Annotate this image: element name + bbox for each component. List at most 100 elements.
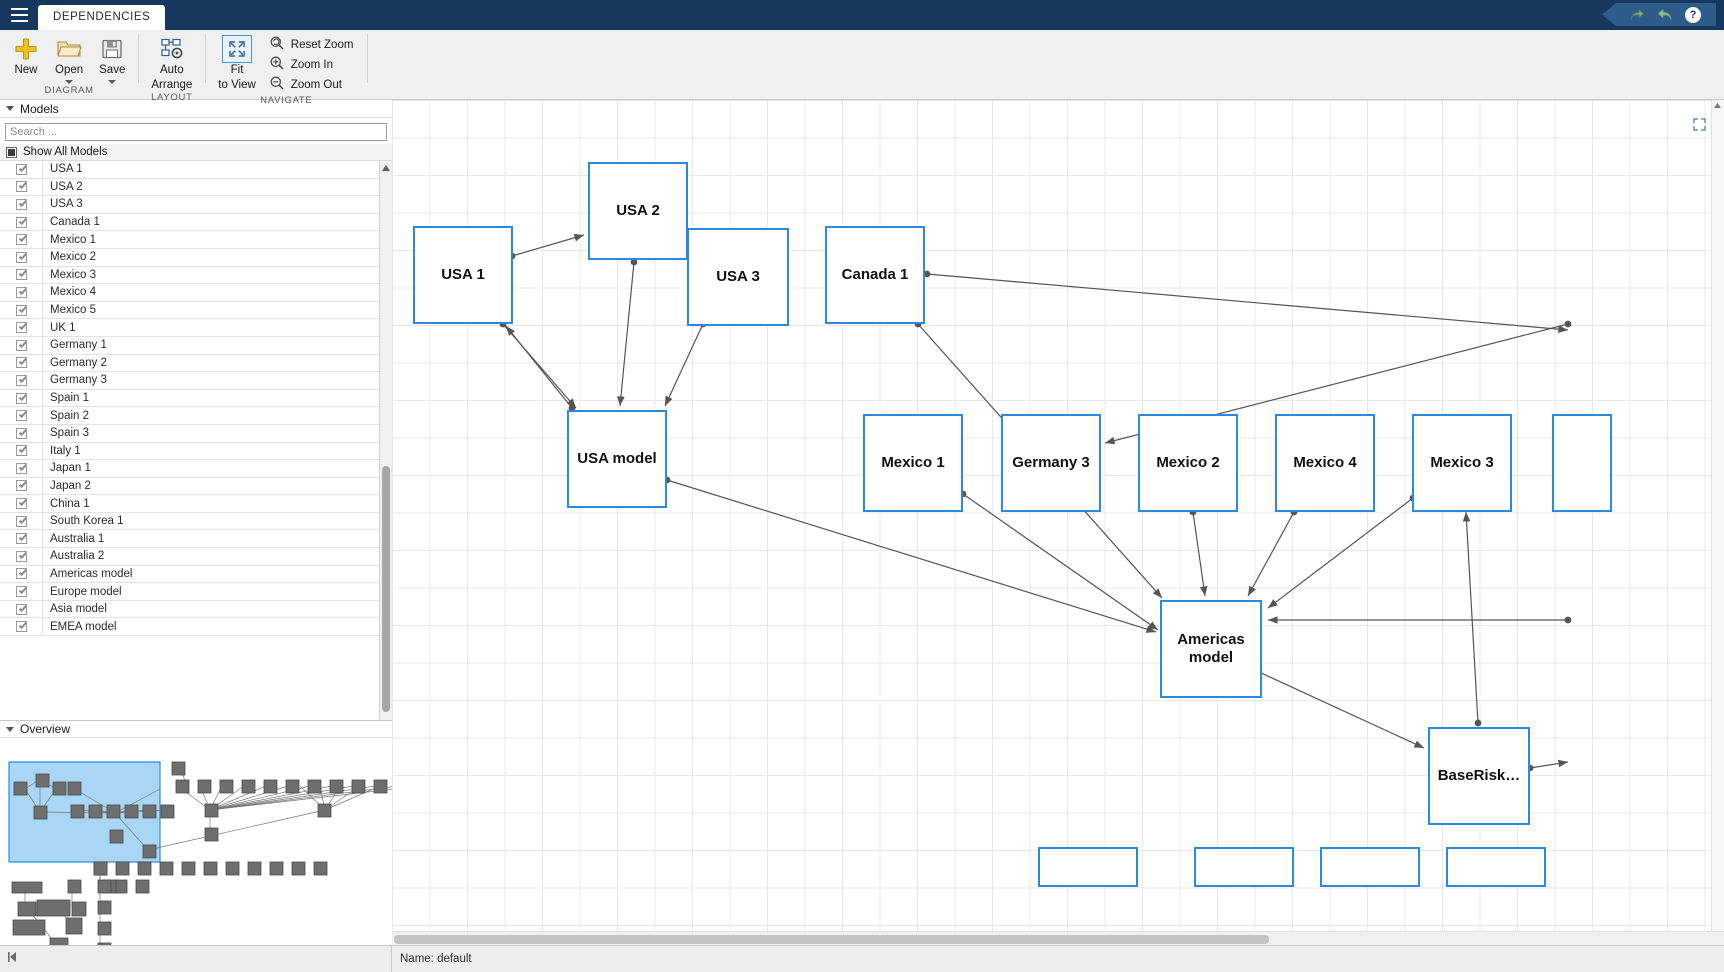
hamburger-menu-icon[interactable] (0, 0, 38, 30)
model-list-row[interactable]: Mexico 3 (0, 266, 379, 285)
model-list-row[interactable]: South Korea 1 (0, 512, 379, 531)
diagram-node-partial[interactable] (1038, 847, 1138, 887)
model-row-checkbox[interactable] (0, 477, 43, 495)
save-button[interactable]: Save (92, 33, 132, 85)
search-input[interactable] (5, 123, 387, 141)
model-row-checkbox[interactable] (0, 600, 43, 618)
new-button[interactable]: New (6, 33, 46, 78)
model-row-checkbox[interactable] (0, 565, 43, 583)
model-row-checkbox[interactable] (0, 583, 43, 600)
diagram-node[interactable]: USA 1 (413, 226, 513, 324)
canvas-scroll-up-button[interactable] (1711, 100, 1724, 113)
diagram-node-partial[interactable] (1446, 847, 1546, 887)
model-list-row[interactable]: Italy 1 (0, 442, 379, 461)
model-list-row[interactable]: Germany 3 (0, 372, 379, 390)
model-row-checkbox[interactable] (0, 407, 43, 424)
model-row-checkbox[interactable] (0, 336, 43, 354)
model-list-row[interactable]: Mexico 4 (0, 284, 379, 302)
help-question-icon[interactable]: ? (1680, 4, 1706, 26)
model-list-row[interactable]: Germany 1 (0, 336, 379, 355)
diagram-node[interactable]: Germany 3 (1001, 414, 1101, 512)
open-button[interactable]: Open (48, 33, 90, 85)
model-row-checkbox[interactable] (0, 530, 43, 548)
model-list-row[interactable]: Europe model (0, 583, 379, 601)
diagram-node[interactable]: Mexico 3 (1412, 414, 1512, 512)
model-list-row[interactable]: USA 1 (0, 161, 379, 179)
model-row-checkbox[interactable] (0, 424, 43, 442)
show-all-models-toggle[interactable]: Show All Models (0, 144, 392, 161)
model-row-checkbox[interactable] (0, 372, 43, 389)
chevron-down-icon[interactable] (108, 79, 117, 84)
model-list-row[interactable]: EMEA model (0, 618, 379, 637)
model-row-checkbox[interactable] (0, 301, 43, 319)
model-row-checkbox[interactable] (0, 319, 43, 336)
model-row-checkbox[interactable] (0, 354, 43, 372)
model-row-checkbox[interactable] (0, 213, 43, 231)
chevron-down-icon[interactable] (65, 79, 74, 84)
triangle-down-icon[interactable] (6, 726, 14, 732)
canvas-vertical-scrollbar[interactable] (1711, 100, 1724, 931)
maximize-canvas-icon[interactable] (1693, 118, 1706, 136)
model-list-row[interactable]: Australia 1 (0, 530, 379, 549)
model-list-row[interactable]: Spain 1 (0, 389, 379, 408)
diagram-node[interactable]: USA 3 (687, 228, 789, 326)
model-row-checkbox[interactable] (0, 389, 43, 407)
model-list-row[interactable]: Asia model (0, 600, 379, 619)
models-list-scroll-thumb[interactable] (382, 465, 390, 712)
model-list-row[interactable]: Spain 3 (0, 424, 379, 443)
canvas-horizontal-scroll-thumb[interactable] (394, 935, 1269, 944)
model-list-row[interactable]: Australia 2 (0, 548, 379, 566)
zoom-out-button[interactable]: Zoom Out (265, 75, 362, 95)
model-row-checkbox[interactable] (0, 161, 43, 178)
diagram-node[interactable]: USA 2 (588, 162, 688, 260)
model-list-row[interactable]: Mexico 5 (0, 301, 379, 320)
model-list-row[interactable]: Mexico 2 (0, 248, 379, 267)
model-row-checkbox[interactable] (0, 548, 43, 565)
tab-dependencies[interactable]: DEPENDENCIES (38, 5, 166, 30)
model-list-row[interactable]: China 1 (0, 495, 379, 513)
scroll-up-arrow-icon[interactable] (381, 163, 391, 173)
model-list-row[interactable]: USA 3 (0, 196, 379, 214)
diagram-node[interactable]: Mexico 2 (1138, 414, 1238, 512)
overview-minimap[interactable] (0, 738, 392, 945)
model-row-checkbox[interactable] (0, 178, 43, 196)
model-list-row[interactable]: Japan 1 (0, 460, 379, 478)
auto-arrange-button[interactable]: Auto Arrange (144, 33, 199, 92)
model-row-checkbox[interactable] (0, 231, 43, 248)
model-row-checkbox[interactable] (0, 196, 43, 213)
canvas-horizontal-scrollbar[interactable] (392, 931, 1724, 945)
model-row-checkbox[interactable] (0, 266, 43, 284)
diagram-node[interactable]: Americas model (1160, 600, 1262, 698)
model-list-row[interactable]: UK 1 (0, 319, 379, 337)
model-list-row[interactable]: Canada 1 (0, 213, 379, 232)
checkbox-partial-icon[interactable] (6, 146, 17, 158)
models-list-scrollbar[interactable] (380, 161, 392, 720)
model-row-checkbox[interactable] (0, 460, 43, 477)
model-list-row[interactable]: Mexico 1 (0, 231, 379, 249)
model-row-checkbox[interactable] (0, 495, 43, 512)
model-list-row[interactable]: USA 2 (0, 178, 379, 197)
fit-to-view-button[interactable]: Fit to View (211, 33, 263, 92)
model-list-row[interactable]: Americas model (0, 565, 379, 584)
model-list-row[interactable]: Spain 2 (0, 407, 379, 425)
model-row-checkbox[interactable] (0, 512, 43, 530)
redo-arrow-icon[interactable] (1652, 4, 1678, 26)
model-row-checkbox[interactable] (0, 618, 43, 636)
diagram-node-partial[interactable] (1320, 847, 1420, 887)
diagram-node[interactable]: Canada 1 (825, 226, 925, 324)
diagram-node[interactable]: BaseRisk… (1428, 727, 1530, 825)
reset-zoom-button[interactable]: Reset Zoom (265, 35, 362, 55)
model-list-row[interactable]: Japan 2 (0, 477, 379, 496)
triangle-down-icon[interactable] (6, 106, 14, 111)
undo-arrow-icon[interactable] (1624, 4, 1650, 26)
model-row-checkbox[interactable] (0, 442, 43, 460)
diagram-node-partial[interactable] (1194, 847, 1294, 887)
model-row-checkbox[interactable] (0, 284, 43, 301)
diagram-node[interactable]: Mexico 4 (1275, 414, 1375, 512)
model-row-checkbox[interactable] (0, 248, 43, 266)
model-list-row[interactable]: Germany 2 (0, 354, 379, 373)
diagram-node-partial[interactable] (1552, 414, 1612, 512)
zoom-in-button[interactable]: Zoom In (265, 55, 362, 75)
